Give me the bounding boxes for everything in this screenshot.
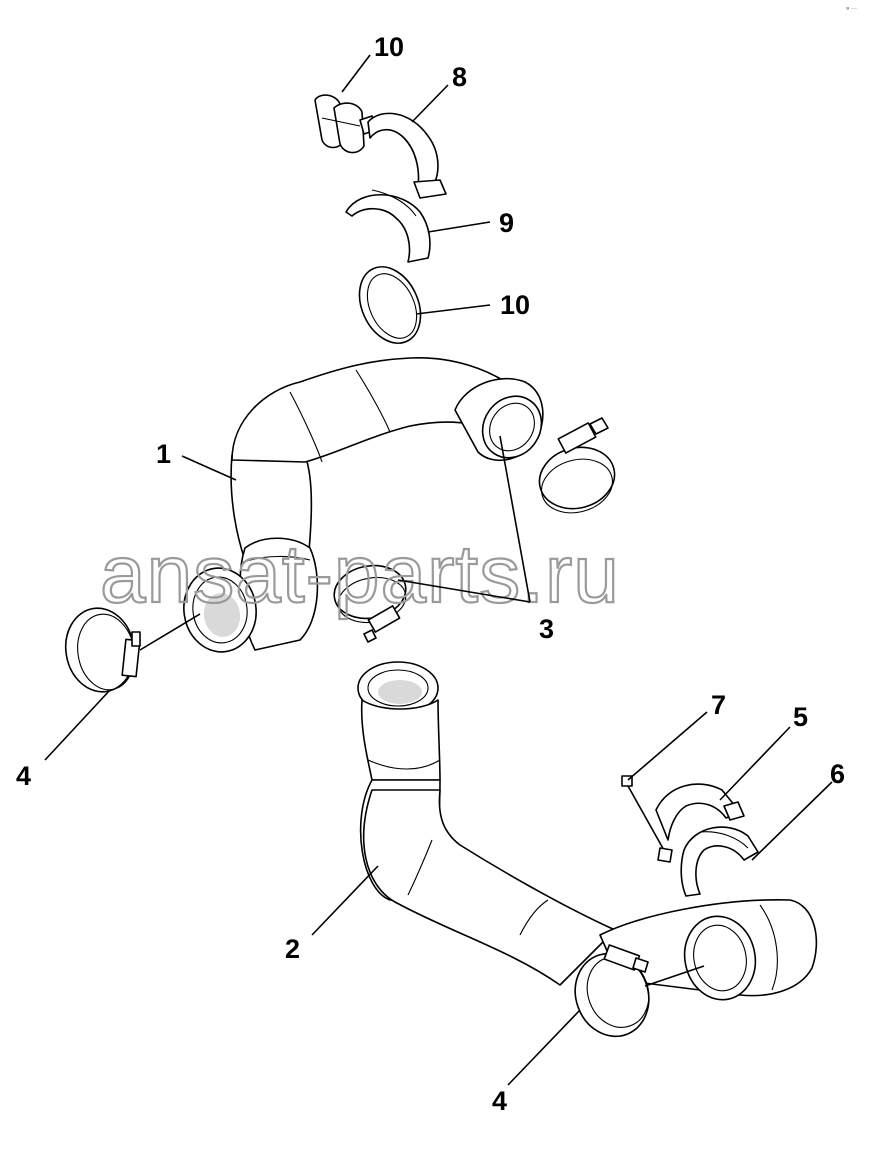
callout-6: 6 bbox=[830, 759, 845, 789]
clamp-3-right bbox=[538, 417, 616, 514]
leader-3b bbox=[397, 579, 531, 603]
clamp-4-bottom bbox=[574, 944, 650, 1038]
callout-8: 8 bbox=[452, 62, 467, 92]
callout-5: 5 bbox=[793, 702, 808, 732]
clamp-4-left bbox=[64, 607, 141, 693]
corner-mark: » ··· bbox=[846, 6, 857, 12]
leader-3a bbox=[499, 435, 531, 603]
callout-7: 7 bbox=[711, 690, 726, 720]
callout-2: 2 bbox=[285, 934, 300, 964]
ring-10 bbox=[358, 266, 422, 344]
lower-hose bbox=[357, 661, 818, 1001]
leader-5 bbox=[719, 726, 791, 801]
callout-4-bottom: 4 bbox=[492, 1086, 507, 1116]
liner-9 bbox=[345, 189, 431, 263]
leader-4-left bbox=[44, 689, 111, 761]
bracket-8 bbox=[367, 112, 447, 199]
liner-6 bbox=[680, 826, 759, 897]
clamp-3-middle bbox=[333, 564, 407, 643]
callout-10: 10 bbox=[500, 290, 530, 320]
bracket-5 bbox=[655, 783, 745, 841]
callout-10-top: 10 bbox=[374, 32, 404, 62]
watermark-text: ansat-parts.ru bbox=[100, 529, 620, 620]
callout-4-left: 4 bbox=[16, 761, 31, 791]
leader-1 bbox=[181, 455, 237, 481]
leader-4-bottom-hose bbox=[644, 965, 705, 987]
callout-1: 1 bbox=[156, 439, 171, 469]
leader-9 bbox=[427, 221, 491, 233]
bolt-7 bbox=[621, 775, 673, 863]
leader-8 bbox=[411, 84, 449, 123]
leader-6 bbox=[751, 781, 833, 861]
upper-hose bbox=[183, 357, 544, 653]
leader-4-bottom bbox=[507, 1009, 581, 1086]
leader-4-left-hose bbox=[139, 613, 201, 651]
clip-10-top bbox=[314, 94, 377, 154]
callout-3: 3 bbox=[539, 614, 554, 644]
leader-lines bbox=[44, 54, 833, 1086]
leader-10 bbox=[415, 304, 491, 315]
callout-labels: 10 8 9 10 1 3 4 2 4 7 5 6 bbox=[16, 32, 845, 1116]
leader-10-top bbox=[341, 54, 371, 93]
callout-9: 9 bbox=[499, 208, 514, 238]
leader-2 bbox=[311, 865, 379, 936]
leader-7 bbox=[627, 711, 708, 781]
